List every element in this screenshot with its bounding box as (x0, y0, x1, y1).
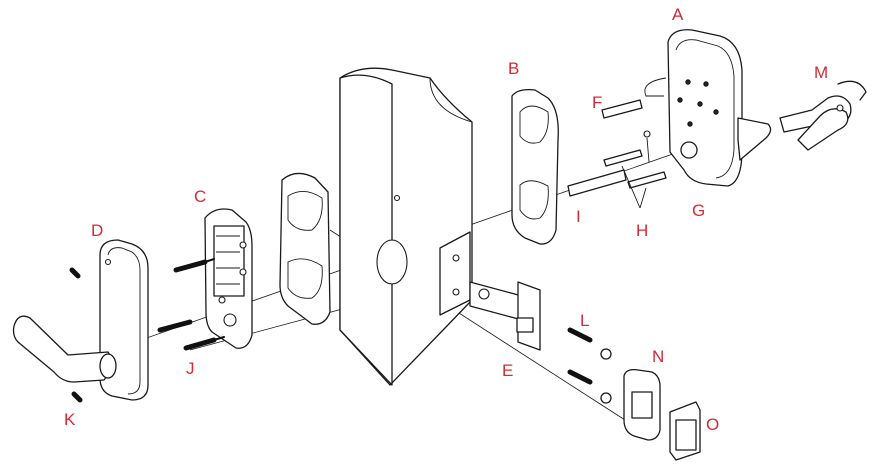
part-g-spring (643, 130, 651, 163)
part-n-strike-plate (623, 368, 661, 441)
callout-f: F (592, 93, 602, 112)
callout-o: O (706, 415, 719, 434)
callout-labels: A B C D E F G H I J K L M N O (64, 5, 828, 434)
callout-c: C (194, 187, 206, 206)
part-k-screws (69, 267, 83, 403)
part-a-keypad-unit (644, 29, 772, 187)
door-bore-hole (376, 239, 408, 285)
callout-j: J (186, 359, 195, 378)
callout-h: H (636, 221, 648, 240)
callout-a: A (672, 5, 684, 24)
part-m-keys (779, 80, 867, 151)
callout-i: I (576, 207, 581, 226)
callout-g: G (692, 201, 705, 220)
part-b-gasket (511, 88, 559, 245)
callout-l: L (580, 311, 589, 330)
callout-d: D (91, 221, 103, 240)
part-e-latch (469, 281, 541, 351)
callout-e: E (502, 361, 513, 380)
callout-b: B (508, 59, 519, 78)
part-f-pin (601, 99, 643, 119)
part-l-screws (567, 327, 612, 404)
part-i-spindle (567, 169, 627, 197)
part-c-mounting-plate (204, 208, 253, 349)
callout-n: N (652, 347, 664, 366)
part-d-lever-housing (12, 239, 149, 401)
callout-m: M (814, 63, 828, 82)
door-slab (339, 67, 473, 386)
callout-k: K (64, 410, 76, 429)
part-h-spindles (603, 149, 667, 209)
part-o-strike-box (669, 401, 701, 461)
interior-gasket (279, 172, 331, 325)
part-j-screws (157, 258, 225, 351)
